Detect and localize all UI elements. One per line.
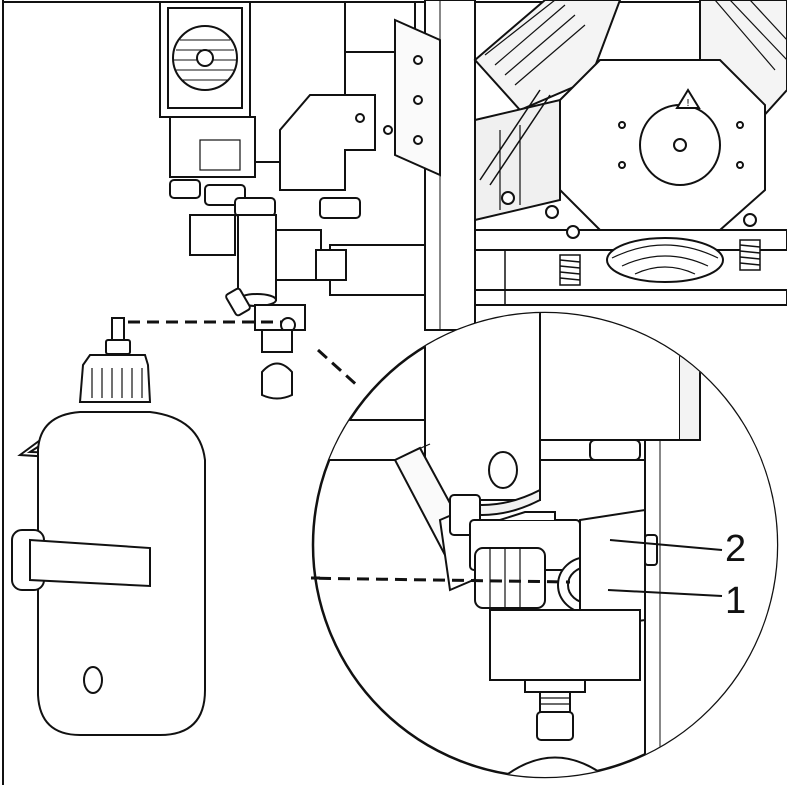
dosing-head bbox=[159, 1, 441, 400]
detail-magnifier bbox=[311, 311, 779, 779]
dashed-reference-lines bbox=[128, 320, 362, 390]
callout-label-2: 2 bbox=[725, 528, 747, 570]
callout-label-1: 1 bbox=[725, 580, 747, 622]
compressor: ! bbox=[473, 0, 787, 305]
svg-text:!: ! bbox=[686, 98, 690, 109]
callout-leaders bbox=[607, 539, 723, 597]
waste-bottle bbox=[11, 317, 206, 736]
